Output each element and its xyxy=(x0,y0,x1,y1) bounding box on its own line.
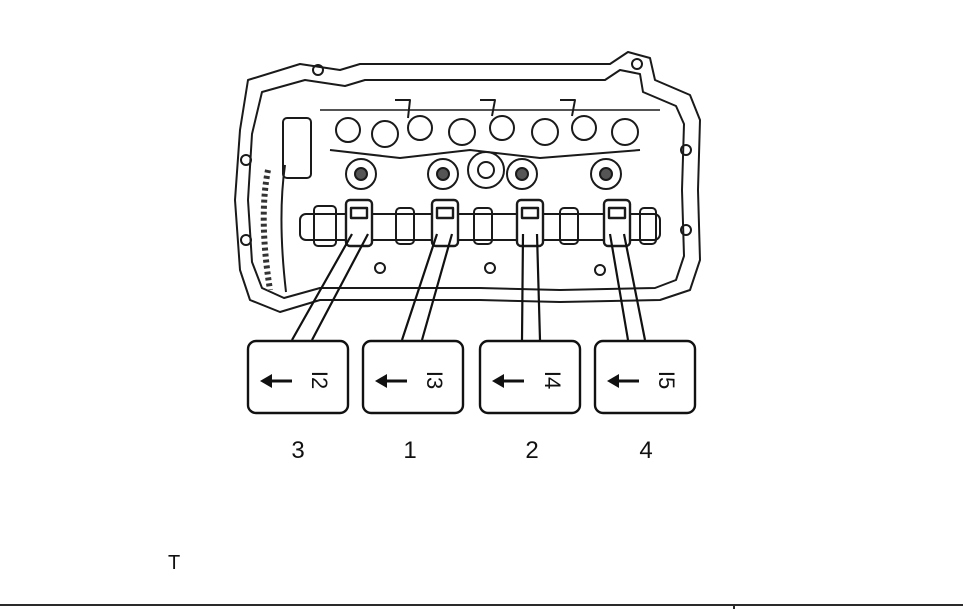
cylinder-head-drawing xyxy=(234,51,701,313)
callout-box-3: I4 xyxy=(478,339,582,415)
arrow-left-icon xyxy=(492,374,524,388)
bearing-cap-mark: I5 xyxy=(654,371,679,389)
leader-lines xyxy=(291,233,647,341)
bearing-cap-mark: I3 xyxy=(422,371,447,389)
callout-box-4: I5 xyxy=(593,339,697,415)
arrow-left-icon xyxy=(260,374,292,388)
tightening-sequence: 3 1 2 4 xyxy=(291,437,652,464)
bearing-cap-mark: I2 xyxy=(307,371,332,389)
valve-wells xyxy=(335,115,639,148)
sequence-number: 3 xyxy=(291,437,304,464)
bearing-cap-mark: I4 xyxy=(540,371,565,389)
footer-divider-tick xyxy=(733,604,735,609)
figure-corner-label: T xyxy=(168,552,180,574)
camshaft xyxy=(299,205,661,247)
arrow-left-icon xyxy=(375,374,407,388)
sequence-number: 4 xyxy=(639,437,652,464)
sequence-number: 2 xyxy=(525,437,538,464)
arrow-left-icon xyxy=(607,374,639,388)
footer-divider xyxy=(0,604,963,606)
spark-plug-tubes xyxy=(345,151,622,190)
head-bolts xyxy=(240,58,692,276)
callout-box-1: I2 xyxy=(246,339,350,415)
callout-box-2: I3 xyxy=(361,339,465,415)
sequence-number: 1 xyxy=(403,437,416,464)
